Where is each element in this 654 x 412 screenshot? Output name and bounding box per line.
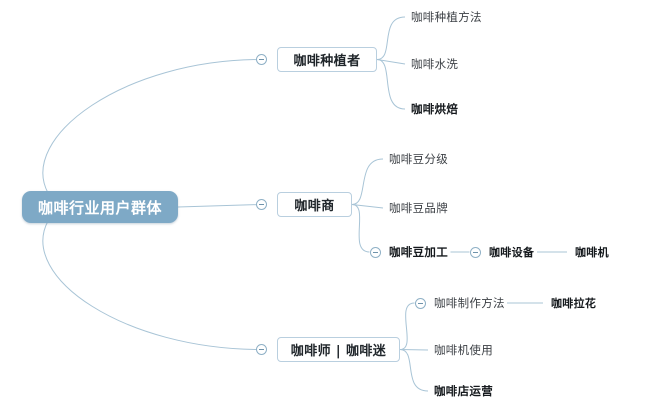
edge-grower-leaf-1 (376, 59, 406, 65)
leaf-node-merchant-0-label: 咖啡豆分级 (389, 152, 448, 166)
leaf-node-merchant-1[interactable]: 咖啡豆品牌 (389, 201, 448, 215)
leaf-node-grower-1[interactable]: 咖啡水洗 (411, 57, 458, 71)
chain-node-merchant-2-1-label: 咖啡机 (575, 246, 609, 259)
collapse-toggle-icon-merchant[interactable] (255, 199, 267, 210)
leaf-node-merchant-1-label: 咖啡豆品牌 (389, 201, 448, 215)
branch-node-merchant[interactable]: 咖啡商 (277, 192, 352, 217)
branch-node-barista-label: 咖啡师 | 咖啡迷 (290, 344, 387, 359)
edge-root-to-merchant (177, 204, 262, 208)
edge-root-to-barista (42, 220, 262, 350)
root-node[interactable]: 咖啡行业用户群体 (22, 191, 178, 223)
leaf-node-barista-0[interactable]: 咖啡制作方法 (434, 296, 505, 310)
edge-barista-leaf-1 (399, 349, 429, 351)
branch-node-grower[interactable]: 咖啡种植者 (277, 47, 377, 72)
collapse-toggle-icon-barista-0[interactable] (414, 297, 426, 309)
edge-grower-leaf-2 (376, 59, 406, 110)
root-node-label: 咖啡行业用户群体 (37, 198, 162, 217)
edge-grower-leaf-0 (376, 16, 406, 60)
chain-node-merchant-2-0-label: 咖啡设备 (489, 246, 535, 259)
chain-node-barista-0-0[interactable]: 咖啡拉花 (551, 296, 596, 310)
collapse-toggle-icon-merchant-2[interactable] (369, 246, 381, 258)
edge-barista-leaf-0 (399, 302, 415, 350)
leaf-node-merchant-0[interactable]: 咖啡豆分级 (389, 152, 448, 166)
edge-barista-leaf-2 (399, 349, 429, 392)
leaf-node-merchant-2[interactable]: 咖啡豆加工 (389, 245, 448, 259)
edge-merchant-leaf-0 (351, 158, 384, 205)
branch-node-merchant-label: 咖啡商 (294, 199, 335, 214)
chain-node-merchant-2-1[interactable]: 咖啡机 (575, 245, 609, 259)
leaf-node-grower-1-label: 咖啡水洗 (411, 57, 459, 71)
chain-node-barista-0-0-label: 咖啡拉花 (551, 297, 597, 310)
leaf-node-barista-0-label: 咖啡制作方法 (434, 296, 505, 310)
edge-merchant-leaf-2 (351, 204, 370, 253)
leaf-node-grower-0-label: 咖啡种植方法 (411, 10, 482, 24)
collapse-toggle-icon-chain-merchant-2-0[interactable] (469, 246, 481, 258)
leaf-node-barista-2[interactable]: 咖啡店运营 (434, 384, 493, 398)
leaf-node-grower-0[interactable]: 咖啡种植方法 (411, 10, 482, 24)
collapse-toggle-icon-barista[interactable] (255, 344, 267, 355)
leaf-node-grower-2[interactable]: 咖啡烘焙 (411, 102, 458, 116)
edge-merchant-leaf-1 (351, 204, 384, 209)
branch-node-grower-label: 咖啡种植者 (293, 54, 361, 69)
leaf-node-merchant-2-label: 咖啡豆加工 (389, 245, 448, 259)
chain-node-merchant-2-0[interactable]: 咖啡设备 (489, 245, 534, 259)
collapse-toggle-icon-grower[interactable] (255, 54, 267, 65)
leaf-node-barista-1-label: 咖啡机使用 (434, 343, 493, 357)
edge-root-to-grower (42, 59, 262, 194)
leaf-node-grower-2-label: 咖啡烘焙 (411, 102, 459, 116)
leaf-node-barista-1[interactable]: 咖啡机使用 (434, 343, 493, 357)
leaf-node-barista-2-label: 咖啡店运营 (434, 384, 493, 398)
branch-node-barista[interactable]: 咖啡师 | 咖啡迷 (277, 337, 400, 362)
